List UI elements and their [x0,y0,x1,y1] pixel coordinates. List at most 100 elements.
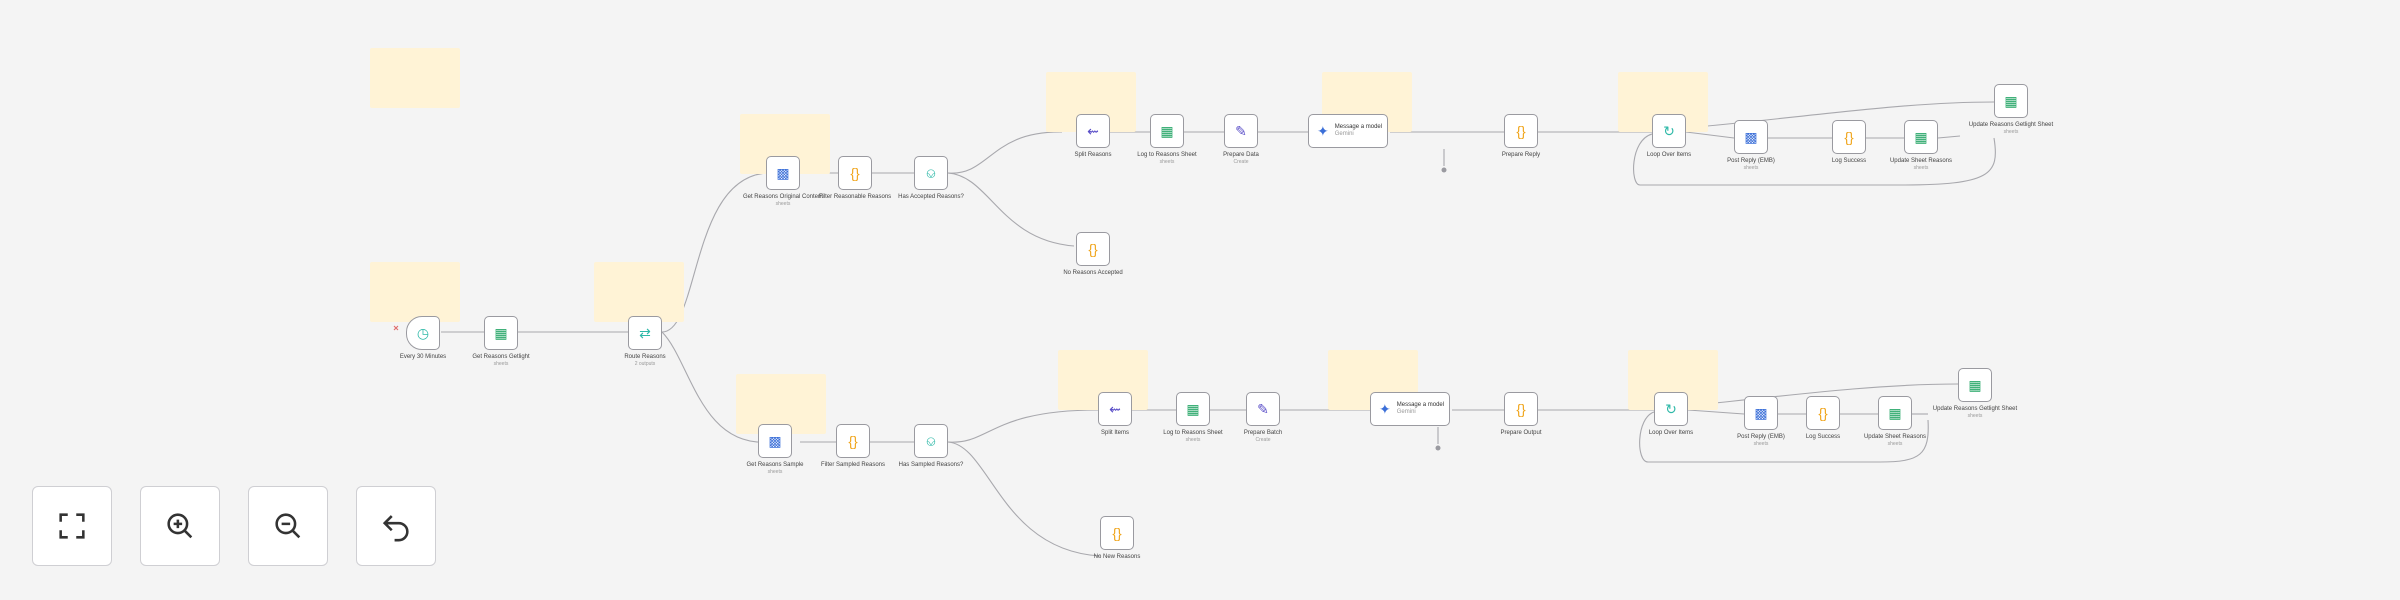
code-braces-icon: {} [1516,401,1526,417]
schedule-trigger-node[interactable]: ◷ [406,316,440,350]
ai-node[interactable]: ▩ [766,156,800,190]
ai-node[interactable]: ▩ [1744,396,1778,430]
fullscreen-icon [59,513,85,539]
sheets-icon: ▦ [2004,93,2018,109]
code-node[interactable]: {} [1504,114,1538,148]
switch-node[interactable]: ⇄ [628,316,662,350]
clock-icon: ◷ [416,325,430,341]
code-braces-icon: {} [850,165,860,181]
if-node[interactable]: ⎉ [914,156,948,190]
node-label: Has Sampled Reasons? [898,462,964,468]
ai-node[interactable]: ▩ [1734,120,1768,154]
branch-icon: ⎉ [925,433,937,449]
split-node[interactable]: ⇜ [1076,114,1110,148]
gemini-icon: ✦ [1317,123,1329,139]
code-node[interactable]: {} [1806,396,1840,430]
split-icon: ⇜ [1109,401,1121,417]
code-node[interactable]: {} [1504,392,1538,426]
node-label: Log Success [1805,434,1841,440]
code-node[interactable]: {} [1076,232,1110,266]
book-icon: ▩ [776,165,790,181]
pencil-icon: ✎ [1257,401,1269,417]
zoom-in-icon [167,513,193,539]
sheets-node[interactable]: ▦ [1904,120,1938,154]
sheets-node[interactable]: ▦ [484,316,518,350]
node-label: Log Success [1831,158,1867,164]
node-label: No Reasons Accepted [1063,270,1123,276]
sheets-icon: ▦ [1888,405,1902,421]
book-icon: ▩ [768,433,782,449]
code-braces-icon: {} [1088,241,1098,257]
loop-node[interactable]: ↻ [1654,392,1688,426]
node-label: Loop Over Items [1648,430,1694,436]
node-label: Loop Over Items [1646,152,1692,158]
gemini-icon: ✦ [1379,401,1391,417]
edit-node[interactable]: ✎ [1224,114,1258,148]
node-label: Split Items [1100,430,1129,436]
ai-node[interactable]: ▩ [758,424,792,458]
node-label: Filter Reasonable Reasons [818,194,892,200]
code-node[interactable]: {} [1832,120,1866,154]
split-icon: ⇜ [1087,123,1099,139]
loop-icon: ↻ [1663,123,1675,139]
node-label: Has Accepted Reasons? [898,194,964,200]
code-braces-icon: {} [1818,405,1828,421]
edit-node[interactable]: ✎ [1246,392,1280,426]
node-label: No New Reasons [1093,554,1141,560]
undo-icon [382,515,409,542]
sheets-icon: ▦ [494,325,508,341]
sticky-note[interactable] [594,262,684,322]
sheets-icon: ▦ [1968,377,1982,393]
node-label: Every 30 Minutes [399,354,447,360]
split-node[interactable]: ⇜ [1098,392,1132,426]
sheets-node[interactable]: ▦ [1176,392,1210,426]
sheets-icon: ▦ [1186,401,1200,417]
code-node[interactable]: {} [838,156,872,190]
fit-view-button[interactable] [32,486,112,566]
pencil-icon: ✎ [1235,123,1247,139]
zoom-out-button[interactable] [248,486,328,566]
node-label: Post Reply (EMB)sheets [1727,158,1775,171]
code-braces-icon: {} [1112,525,1122,541]
reset-zoom-button[interactable] [356,486,436,566]
node-label: Post Reply (EMB)sheets [1737,434,1785,447]
node-label: Prepare Output [1500,430,1542,436]
if-node[interactable]: ⎉ [914,424,948,458]
sticky-note[interactable] [370,262,460,322]
loop-icon: ↻ [1665,401,1677,417]
sheets-node[interactable]: ▦ [1994,84,2028,118]
code-braces-icon: {} [1844,129,1854,145]
book-icon: ▩ [1744,129,1758,145]
zoom-out-icon [275,513,301,539]
sheets-icon: ▦ [1914,129,1928,145]
node-label: Split Reasons [1074,152,1112,158]
sheets-node[interactable]: ▦ [1150,114,1184,148]
book-icon: ▩ [1754,405,1768,421]
zoom-in-button[interactable] [140,486,220,566]
code-node[interactable]: {} [836,424,870,458]
sheets-node[interactable]: ▦ [1958,368,1992,402]
sticky-note[interactable] [370,48,460,108]
sheets-icon: ▦ [1160,123,1174,139]
branch-icon: ⎉ [925,165,937,181]
code-node[interactable]: {} [1100,516,1134,550]
loop-node[interactable]: ↻ [1652,114,1686,148]
code-braces-icon: {} [1516,123,1526,139]
node-label: Filter Sampled Reasons [820,462,886,468]
sheets-node[interactable]: ▦ [1878,396,1912,430]
